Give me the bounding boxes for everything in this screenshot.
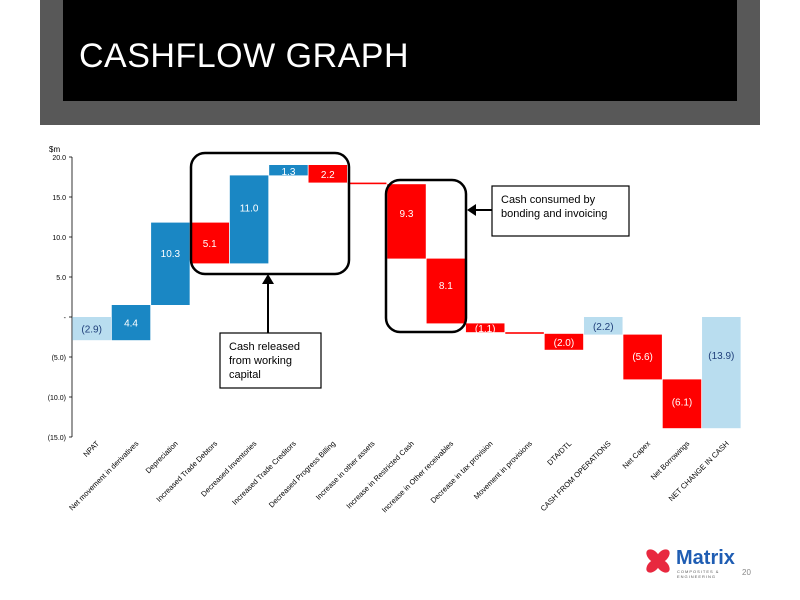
- waterfall-bar: [505, 332, 544, 334]
- waterfall-bar: [465, 323, 505, 333]
- waterfall-bar: [72, 317, 111, 341]
- bar-data-label: 2.2: [321, 170, 335, 181]
- highlight-box-bonding: [384, 178, 468, 334]
- waterfall-bar: [623, 334, 662, 380]
- bar-data-label: (13.9): [708, 351, 734, 362]
- callout-box-working-capital: [219, 332, 322, 389]
- waterfall-bar: [151, 222, 190, 305]
- x-category-label: Net movement in derivatives: [67, 439, 140, 512]
- waterfall-bar: [426, 258, 466, 324]
- x-category-label: DTA/DTL: [545, 439, 573, 467]
- y-tick-label: 10.0: [52, 235, 66, 242]
- waterfall-bar: [544, 333, 584, 350]
- bar-data-label: 9.3: [400, 209, 414, 220]
- bar-data-label: (2.0): [554, 338, 575, 349]
- bar-data-label: 4.4: [124, 319, 138, 330]
- waterfall-bar: [702, 317, 741, 429]
- y-tick-label: 5.0: [56, 275, 66, 282]
- bar-data-label: 5.1: [203, 239, 217, 250]
- logo-text: Matrix: [676, 547, 735, 569]
- waterfall-bar: [347, 182, 387, 185]
- bar-data-label: (6.1): [672, 398, 693, 409]
- bar-data-label: 10.3: [161, 249, 181, 260]
- y-axis-unit: $m: [49, 145, 60, 154]
- page-title: CASHFLOW GRAPH: [79, 37, 410, 75]
- bar-data-label: 8.1: [439, 281, 453, 292]
- callout-box-bonding: [491, 185, 630, 237]
- waterfall-bar: [308, 165, 348, 183]
- x-category-label: NPAT: [81, 439, 101, 459]
- logo-icon: [646, 549, 670, 573]
- waterfall-bar: [583, 317, 623, 335]
- bar-data-label: (2.2): [593, 322, 614, 333]
- x-category-label: Depreciation: [144, 439, 180, 475]
- logo-subtext: COMPOSITES & ENGINEERING: [677, 569, 720, 579]
- y-tick-label: (15.0): [48, 435, 66, 442]
- bar-data-label: (5.6): [632, 352, 653, 363]
- y-tick-label: 20.0: [52, 155, 66, 162]
- bar-data-label: (2.9): [81, 325, 102, 336]
- waterfall-bar: [269, 165, 308, 176]
- arrow-head-bonding: [467, 204, 476, 216]
- x-category-label: Decreased Progress Billing: [267, 439, 337, 509]
- company-logo: Matrix COMPOSITES & ENGINEERING: [641, 545, 741, 579]
- x-category-label: Net Borrowings: [649, 439, 692, 482]
- arrow-head-working-capital: [262, 274, 274, 284]
- x-category-label: CASH FROM OPERATIONS: [539, 439, 613, 513]
- waterfall-bar: [662, 379, 702, 429]
- waterfall-bar: [190, 222, 230, 264]
- waterfall-bar: [111, 305, 151, 341]
- waterfall-bar: [387, 184, 426, 259]
- x-category-label: Increased Trade Creditors: [230, 439, 298, 507]
- bar-data-label: 11.0: [240, 203, 259, 214]
- x-category-label: Increase in Other receivables: [380, 439, 456, 515]
- page-number: 20: [742, 568, 751, 577]
- y-tick-label: (5.0): [52, 355, 66, 362]
- highlight-box-working-capital: [189, 151, 351, 276]
- x-category-label: Increase in Restricted Cash: [344, 439, 416, 511]
- y-tick-label: 15.0: [52, 195, 66, 202]
- y-tick-label: -: [64, 315, 67, 322]
- y-tick-label: (10.0): [48, 395, 66, 402]
- x-category-label: Net Capex: [621, 439, 653, 471]
- waterfall-bar: [229, 175, 269, 264]
- bar-data-label: 1.3: [281, 167, 295, 178]
- bar-data-label: (1.1): [475, 324, 496, 335]
- title-bar: CASHFLOW GRAPH: [63, 0, 737, 101]
